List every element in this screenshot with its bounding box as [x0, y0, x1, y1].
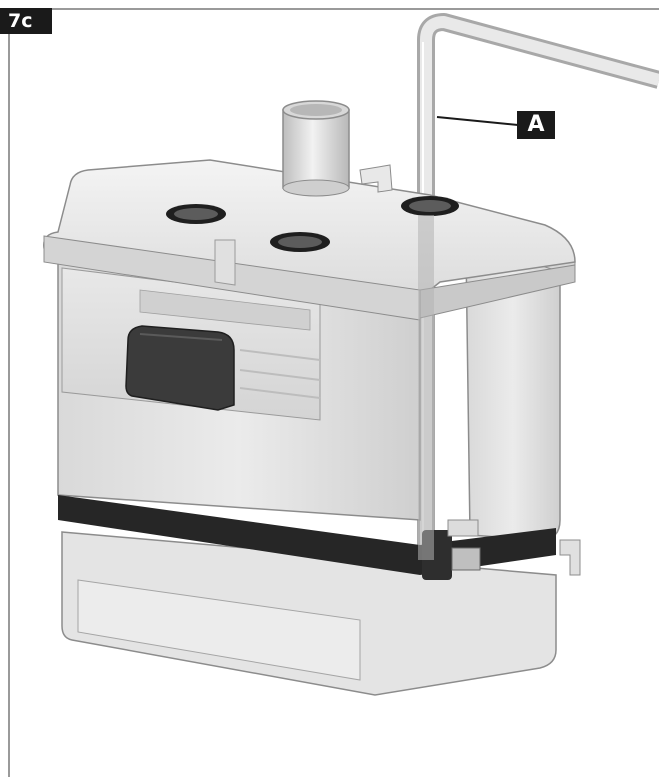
main-body: [57, 249, 421, 521]
lid-ports: [166, 196, 459, 252]
top-bracket: [359, 164, 393, 193]
step-label: 7c: [0, 8, 52, 34]
inlet-pipe: [282, 100, 350, 197]
callout-label-a: A: [517, 111, 555, 139]
callout-leader-line: [436, 116, 519, 126]
lid: [43, 159, 576, 321]
figure-frame: [8, 8, 659, 777]
